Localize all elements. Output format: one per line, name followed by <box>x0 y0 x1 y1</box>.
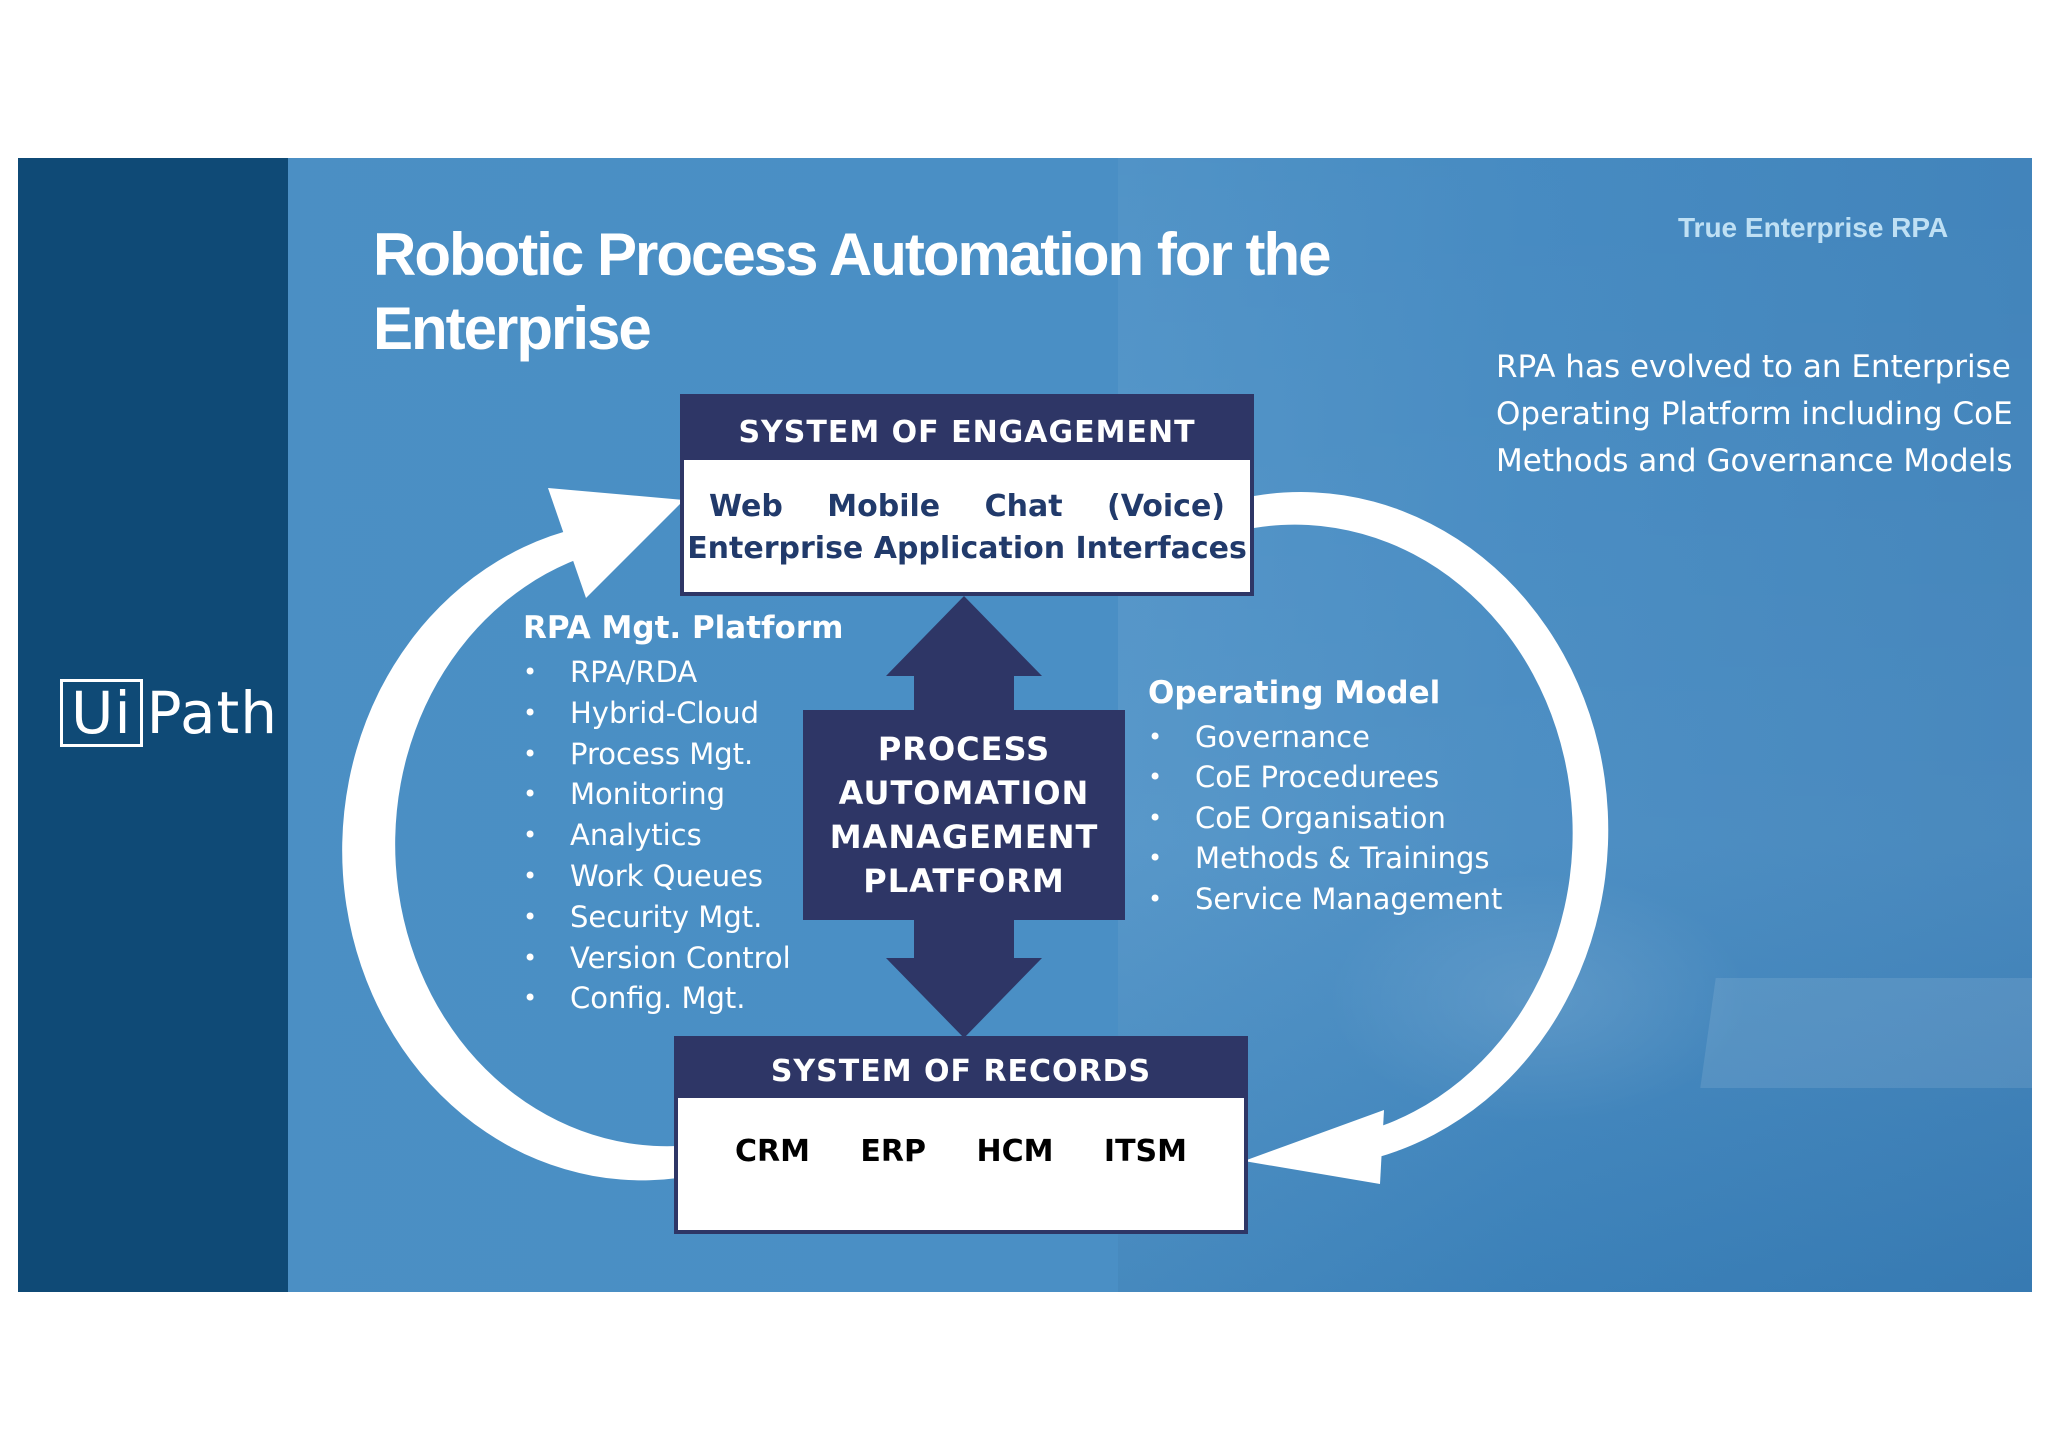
list-item: Methods & Trainings <box>1148 838 1528 879</box>
list-item: Process Mgt. <box>523 734 903 775</box>
brand-band <box>18 158 288 1292</box>
system-of-records-box: SYSTEM OF RECORDS CRM ERP HCM ITSM <box>674 1036 1248 1234</box>
list-item: Hybrid-Cloud <box>523 693 903 734</box>
system-of-engagement-header: SYSTEM OF ENGAGEMENT <box>684 398 1250 460</box>
record-crm: CRM <box>734 1134 810 1169</box>
slide: Ui Path Robotic Process Automation for t… <box>18 158 2032 1292</box>
engagement-subtitle: Enterprise Application Interfaces <box>687 531 1247 566</box>
operating-model-panel: Operating Model Governance CoE Procedure… <box>1148 675 1528 919</box>
center-line-1: PROCESS <box>877 730 1051 768</box>
logo-path-text: Path <box>146 679 278 747</box>
engagement-channels: Web Mobile Chat (Voice) <box>684 486 1250 528</box>
logo-ui-mark: Ui <box>60 679 143 747</box>
cycle-arrow-right-icon <box>1244 492 1609 1184</box>
list-item: Analytics <box>523 815 903 856</box>
list-item: Governance <box>1148 717 1528 758</box>
system-of-engagement-box: SYSTEM OF ENGAGEMENT Web Mobile Chat (Vo… <box>680 394 1254 596</box>
list-item: Service Management <box>1148 879 1528 920</box>
system-of-engagement-body: Web Mobile Chat (Voice) Enterprise Appli… <box>684 460 1250 570</box>
list-item: Monitoring <box>523 774 903 815</box>
record-itsm: ITSM <box>1103 1134 1187 1169</box>
list-item: CoE Organisation <box>1148 798 1528 839</box>
slide-description: RPA has evolved to an Enterprise Operati… <box>1496 349 2013 479</box>
record-hcm: HCM <box>976 1134 1054 1169</box>
list-item: Work Queues <box>523 856 903 897</box>
operating-panel-list: Governance CoE Procedurees CoE Organisat… <box>1148 717 1528 919</box>
channel-mobile: Mobile <box>827 489 941 524</box>
slide-tagline: True Enterprise RPA <box>1678 212 1949 243</box>
rpa-panel-heading: RPA Mgt. Platform <box>523 610 844 646</box>
list-item: RPA/RDA <box>523 652 903 693</box>
rpa-panel-list: RPA/RDA Hybrid-Cloud Process Mgt. Monito… <box>523 652 903 1019</box>
slide-title: Robotic Process Automation for the Enter… <box>373 221 1332 362</box>
channel-web: Web <box>708 489 783 524</box>
operating-panel-heading: Operating Model <box>1148 675 1441 711</box>
channel-voice: (Voice) <box>1107 489 1226 524</box>
channel-chat: Chat <box>984 489 1063 524</box>
list-item: Config. Mgt. <box>523 978 903 1019</box>
list-item: CoE Procedurees <box>1148 757 1528 798</box>
rpa-mgt-platform-panel: RPA Mgt. Platform RPA/RDA Hybrid-Cloud P… <box>523 610 903 1019</box>
cycle-arrow-left-icon <box>342 488 684 1181</box>
system-of-records-body: CRM ERP HCM ITSM <box>678 1098 1244 1169</box>
record-erp: ERP <box>860 1134 927 1169</box>
list-item: Version Control <box>523 938 903 979</box>
list-item: Security Mgt. <box>523 897 903 938</box>
system-of-records-header: SYSTEM OF RECORDS <box>678 1040 1244 1098</box>
uipath-logo: Ui Path <box>60 678 278 748</box>
